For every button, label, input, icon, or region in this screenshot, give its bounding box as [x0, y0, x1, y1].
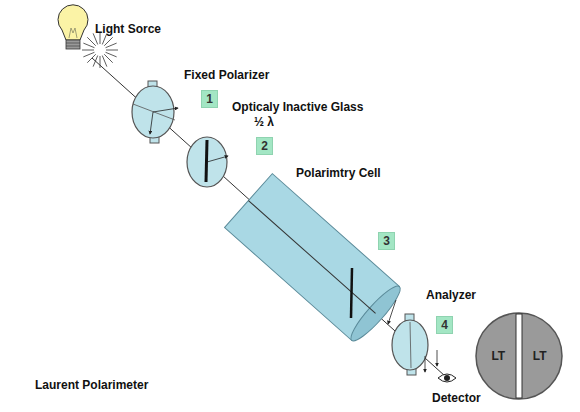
callout-text: 3 [379, 234, 394, 248]
callout-number: 3 [378, 232, 395, 250]
part-label: Opticaly Inactive Glass [232, 100, 363, 114]
callout-number: 1 [201, 90, 218, 108]
part-label: Fixed Polarizer [184, 68, 269, 82]
caption: Laurent Polarimeter [35, 378, 148, 392]
part-label: Analyzer [426, 288, 476, 302]
fixed-polarizer [132, 81, 178, 143]
callout-number: 2 [256, 137, 273, 155]
light-ray [87, 54, 95, 62]
sample-plane [351, 268, 352, 318]
field-view: LT LT [474, 311, 564, 401]
light-ray [106, 50, 118, 51]
callout-number: 4 [436, 316, 453, 334]
light-ray [82, 50, 94, 51]
half-wave-plate [187, 137, 228, 187]
polarimetry-cell [225, 174, 406, 346]
light-ray [83, 52, 94, 57]
field-half-label: LT [491, 349, 505, 363]
analyzer [392, 314, 437, 375]
light-ray [83, 43, 94, 48]
light-ray [106, 43, 117, 48]
light-rays [82, 32, 118, 68]
light-ray [87, 37, 95, 45]
part-label: Light Sorce [95, 22, 161, 36]
field-half-label: LT [533, 349, 547, 363]
light-ray [102, 56, 107, 67]
part-label: ½ λ [254, 115, 274, 129]
field-view-circle [474, 311, 564, 401]
detector-eye [438, 374, 456, 382]
callout-text: 2 [257, 139, 272, 153]
light-bulb [58, 5, 88, 49]
light-ray [106, 52, 117, 57]
part-label: Detector [432, 391, 481, 405]
callout-text: 1 [202, 92, 217, 106]
part-label: Polarimtry Cell [296, 166, 381, 180]
light-ray [100, 56, 101, 68]
light-ray [104, 37, 112, 45]
light-ray [104, 54, 112, 62]
callout-text: 4 [437, 318, 452, 332]
light-beam [92, 58, 445, 376]
